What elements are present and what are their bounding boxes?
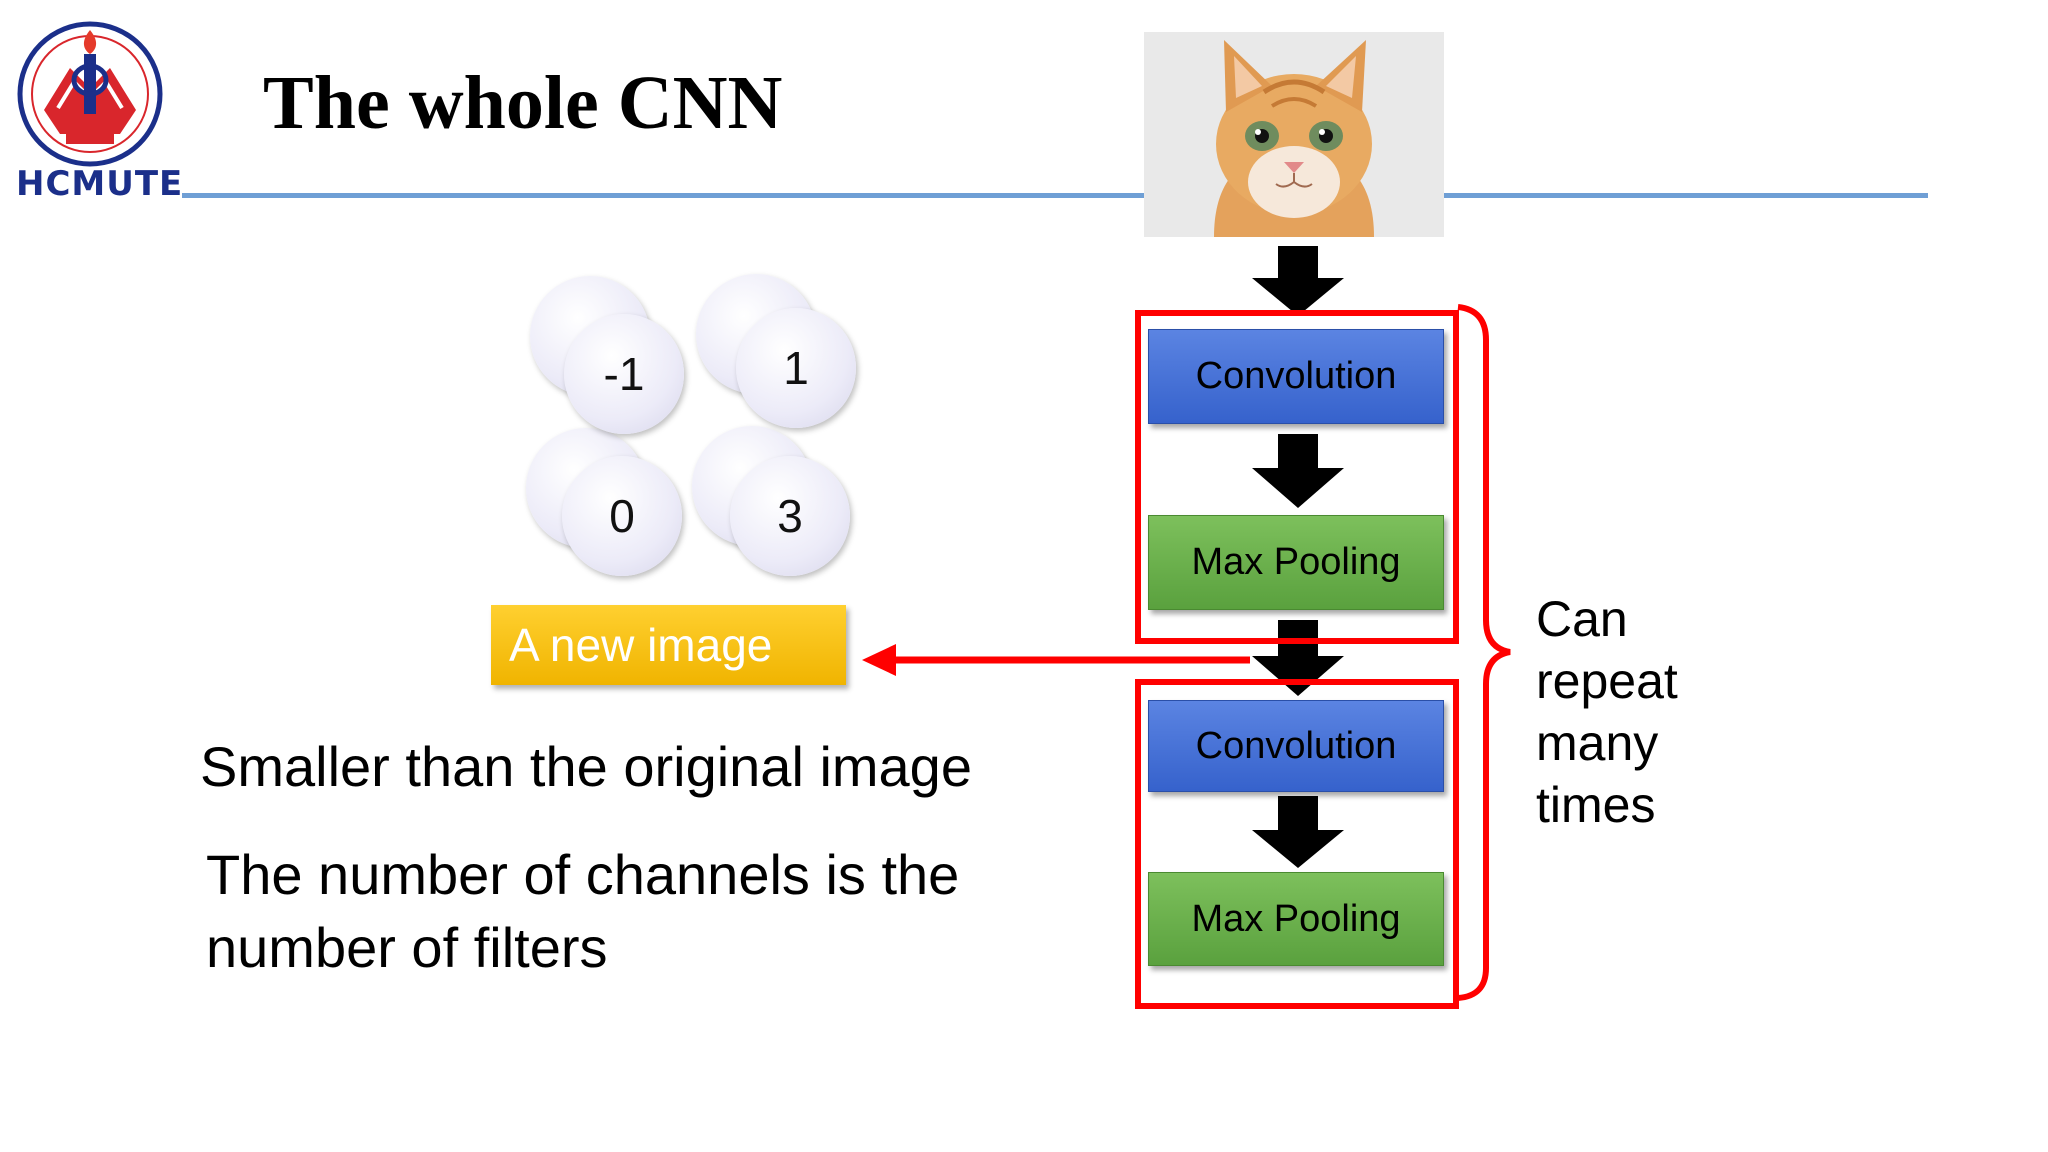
body-text-channels: The number of channels is the number of … [206,843,960,979]
convolution-block-2: Convolution [1148,700,1444,792]
output-arrow-head [862,644,896,676]
max-pooling-block-1: Max Pooling [1148,515,1444,610]
channel-value: 1 [736,308,856,428]
channel-value: 0 [562,456,682,576]
repeat-box-1 [1135,310,1459,644]
title-divider [182,193,1928,198]
repeat-brace [1457,304,1511,1001]
convolution-block-1: Convolution [1148,329,1444,424]
slide-title: The whole CNN [263,61,783,145]
max-pooling-block-2: Max Pooling [1148,872,1444,966]
body-text-smaller: Smaller than the original image [200,735,972,798]
channel-value: 3 [730,456,850,576]
new-image-label: A new image [491,605,846,685]
logo-text: HCMUTE [16,164,184,204]
channel-value: -1 [564,314,684,434]
down-arrow [1252,796,1344,868]
hcmute-logo-icon [17,21,163,167]
repeat-box-2 [1135,679,1459,1009]
down-arrow [1252,620,1344,696]
repeat-label: Can repeat many times [1536,591,1678,833]
down-arrow [1252,434,1344,508]
cat-photo [1144,32,1444,237]
down-arrow [1252,246,1344,316]
